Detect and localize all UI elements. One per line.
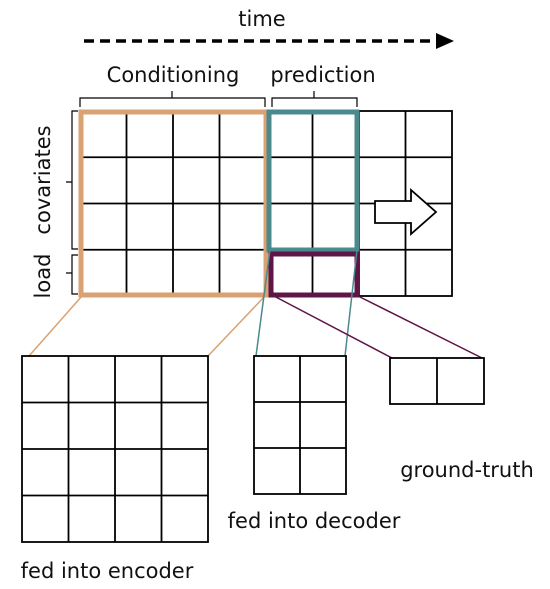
ground-truth-connector-left [271, 294, 393, 359]
load-brace [66, 254, 78, 295]
covariates-brace [66, 110, 78, 250]
conditioning-label: Conditioning [107, 63, 240, 87]
conditioning-brace [79, 91, 266, 107]
ground-truth-label: ground-truth [400, 458, 534, 482]
load-label: load [31, 254, 55, 299]
prediction-brace [271, 91, 358, 107]
decoder-connector-right [344, 249, 358, 357]
encoder-label: fed into encoder [21, 559, 194, 583]
decoder-grid [253, 355, 347, 495]
decoder-label: fed into decoder [228, 509, 401, 533]
prediction-box [266, 109, 360, 253]
prediction-label: prediction [270, 63, 375, 87]
encoder-connector-right [207, 295, 266, 357]
encoder-grid [21, 355, 209, 543]
conditioning-box [78, 109, 269, 298]
covariates-label: covariates [31, 125, 55, 234]
time-arrow-head [436, 33, 454, 49]
ground-truth-box [268, 251, 360, 298]
encoder-connector-left [28, 295, 83, 357]
ground-truth-grid [389, 357, 485, 405]
ground-truth-connector-right [355, 294, 483, 359]
right-arrow-icon [374, 188, 438, 236]
time-label: time [238, 7, 285, 31]
decoder-connector-left [255, 249, 271, 357]
